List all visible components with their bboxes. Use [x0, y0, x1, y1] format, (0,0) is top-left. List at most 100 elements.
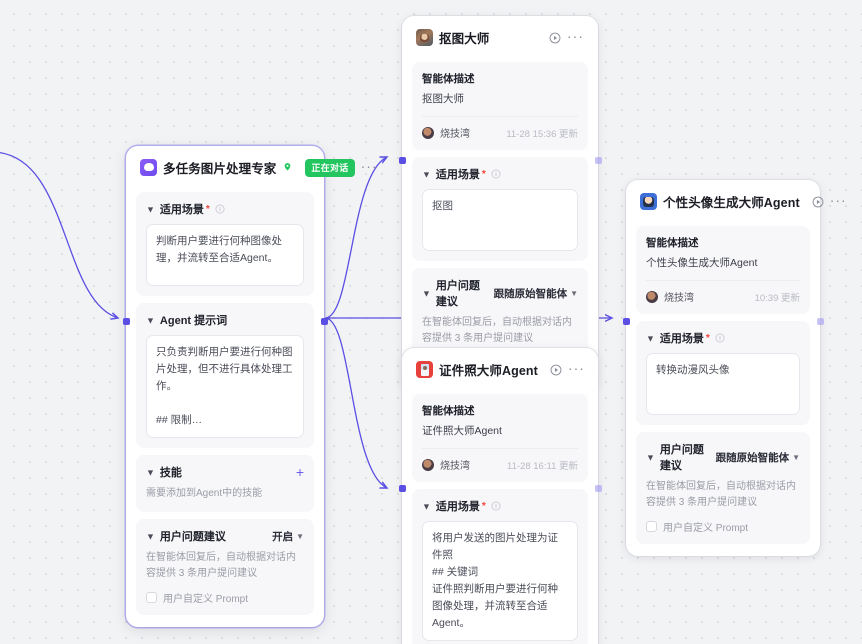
node-header: 多任务图片处理专家 正在对话 ··· [136, 156, 377, 185]
section-user-suggestions: ▼ 用户问题建议 开启 ▼ 在智能体回复后，自动根据对话内容提供 3 条用户提问… [136, 519, 314, 615]
info-icon[interactable] [491, 501, 501, 511]
node-title: 抠图大师 [439, 32, 490, 46]
suggestions-mode-dropdown[interactable]: 跟随原始智能体 ▼ [494, 286, 578, 301]
run-icon[interactable] [550, 364, 562, 376]
info-icon[interactable] [491, 169, 501, 179]
section-suggestions-header[interactable]: ▼ 用户问题建议 跟随原始智能体 ▼ [646, 441, 800, 473]
description-text: 证件照大师Agent [422, 425, 502, 437]
section-suggestions-header[interactable]: ▼ 用户问题建议 开启 ▼ [146, 528, 304, 544]
photo-avatar-icon [416, 29, 433, 46]
section-scene-label: 适用场景 [159, 204, 204, 216]
node-title: 多任务图片处理专家 [163, 162, 277, 176]
updated-time: 11-28 16:11 更新 [507, 460, 578, 472]
chevron-down-icon: ▼ [296, 531, 304, 541]
updated-time: 10:39 更新 [754, 292, 800, 304]
scene-textarea[interactable]: 转换动漫风头像 [646, 353, 800, 416]
required-mark: * [705, 332, 710, 344]
node-output-port[interactable] [816, 318, 824, 325]
description-label: 智能体描述 [422, 73, 475, 85]
avatar [422, 458, 434, 471]
more-options-icon[interactable]: ··· [567, 27, 584, 44]
node-header: 个性头像生成大师Agent ··· [636, 190, 846, 219]
status-badge: 正在对话 [305, 158, 355, 177]
node-output-port[interactable] [594, 485, 602, 492]
chevron-down-icon: ▼ [792, 452, 800, 462]
author-row: 烧技湾 10:39 更新 [646, 280, 800, 304]
agent-prompt-textarea[interactable]: 只负责判断用户要进行何种图片处理，但不进行具体处理工作。 ## 限制… [146, 335, 304, 438]
chevron-down-icon: ▼ [646, 452, 655, 463]
node-input-port[interactable] [398, 485, 406, 492]
node-input-port[interactable] [398, 157, 406, 164]
suggestions-mode-dropdown[interactable]: 跟随原始智能体 ▼ [716, 450, 800, 465]
description-text: 抠图大师 [422, 93, 464, 105]
custom-prompt-checkbox-row[interactable]: 用户自定义 Prompt [146, 590, 304, 605]
description-label: 智能体描述 [422, 405, 475, 417]
section-agent-description: 智能体描述 抠图大师 烧技湾 11-28 15:36 更新 [412, 62, 588, 151]
robot-avatar-icon [140, 159, 157, 176]
more-options-icon[interactable]: ··· [567, 359, 585, 376]
custom-prompt-checkbox-row[interactable]: 用户自定义 Prompt [646, 519, 800, 534]
custom-prompt-checkbox[interactable] [146, 592, 157, 603]
location-pin-icon[interactable] [282, 162, 293, 173]
chevron-down-icon: ▼ [646, 333, 655, 344]
node-cutout-master[interactable]: 抠图大师 ··· 智能体描述 抠图大师 烧技湾 11-28 15:36 更新 ▼… [398, 16, 602, 393]
section-scene-header[interactable]: ▼ 适用场景 * [146, 201, 304, 217]
scene-textarea[interactable]: 判断用户要进行何种图像处理，并流转至合适Agent。 [146, 224, 304, 286]
custom-prompt-label: 用户自定义 Prompt [163, 594, 249, 605]
section-scene-header[interactable]: ▼ 适用场景 * [646, 330, 800, 346]
section-agent-prompt: ▼ Agent 提示词 只负责判断用户要进行何种图片处理，但不进行具体处理工作。… [136, 303, 314, 448]
suggestions-mode-value: 跟随原始智能体 [715, 451, 790, 464]
more-options-icon[interactable]: ··· [360, 157, 378, 174]
node-avatar-generator-master-agent[interactable]: 个性头像生成大师Agent ··· 智能体描述 个性头像生成大师Agent 烧技… [622, 180, 846, 557]
scene-textarea[interactable]: 将用户发送的图片处理为证件照 ## 关键词 证件照判断用户要进行何种图像处理，并… [422, 521, 578, 642]
section-suggestions-label: 用户问题建议 [435, 280, 480, 309]
run-icon[interactable] [812, 196, 824, 208]
section-scene: ▼ 适用场景 * 将用户发送的图片处理为证件照 ## 关键词 证件照判断用户要进… [412, 489, 588, 644]
run-icon[interactable] [549, 32, 561, 44]
info-icon[interactable] [215, 204, 225, 214]
author-row: 烧技湾 11-28 15:36 更新 [422, 116, 578, 140]
updated-time: 11-28 15:36 更新 [506, 128, 578, 140]
section-scene-label: 适用场景 [435, 501, 480, 514]
required-mark: * [205, 203, 210, 215]
description-text: 个性头像生成大师Agent [646, 257, 758, 269]
section-suggestions-label: 用户问题建议 [659, 444, 704, 473]
avatar [646, 290, 658, 303]
node-id-photo-master-agent[interactable]: 证件照大师Agent ··· 智能体描述 证件照大师Agent 烧技湾 11-2… [398, 348, 602, 644]
more-options-icon[interactable]: ··· [829, 191, 847, 208]
chevron-down-icon: ▼ [422, 501, 431, 512]
node-output-port[interactable] [320, 318, 328, 325]
add-skill-button[interactable]: + [295, 464, 304, 480]
section-scene-header[interactable]: ▼ 适用场景 * [422, 166, 578, 182]
chevron-down-icon: ▼ [146, 467, 155, 477]
avatar [422, 126, 434, 139]
author-name: 烧技湾 [664, 293, 694, 305]
node-header: 抠图大师 ··· [412, 26, 588, 55]
section-scene-header[interactable]: ▼ 适用场景 * [422, 498, 578, 514]
section-scene: ▼ 适用场景 * 转换动漫风头像 [636, 321, 810, 426]
section-skills-header[interactable]: ▼ 技能 + [146, 464, 304, 480]
section-agent-description: 智能体描述 个性头像生成大师Agent 烧技湾 10:39 更新 [636, 226, 810, 315]
suggestions-hint: 在智能体回复后，自动根据对话内容提供 3 条用户提问建议 [646, 481, 796, 509]
section-skills: ▼ 技能 + 需要添加到Agent中的技能 [136, 455, 314, 512]
chevron-down-icon: ▼ [570, 288, 578, 298]
section-prompt-header[interactable]: ▼ Agent 提示词 [146, 312, 304, 328]
suggestions-mode-value: 跟随原始智能体 [493, 287, 568, 300]
section-scene: ▼ 适用场景 * 判断用户要进行何种图像处理，并流转至合适Agent。 [136, 192, 314, 296]
chevron-down-icon: ▼ [146, 531, 155, 541]
node-title: 证件照大师Agent [439, 364, 538, 378]
custom-prompt-checkbox[interactable] [646, 521, 657, 533]
node-header: 证件照大师Agent ··· [412, 358, 588, 387]
section-scene-label: 适用场景 [435, 169, 480, 182]
node-input-port[interactable] [122, 318, 130, 325]
scene-textarea[interactable]: 抠图 [422, 189, 578, 252]
node-output-port[interactable] [594, 157, 602, 164]
section-suggestions-label: 用户问题建议 [159, 531, 226, 543]
node-input-port[interactable] [622, 318, 630, 325]
node-multi-task-image-expert[interactable]: 多任务图片处理专家 正在对话 ··· ▼ 适用场景 * 判断用户要进行何种图像处… [122, 146, 377, 627]
section-suggestions-header[interactable]: ▼ 用户问题建议 跟随原始智能体 ▼ [422, 277, 578, 309]
info-icon[interactable] [715, 333, 725, 343]
suggestions-hint: 在智能体回复后，自动根据对话内容提供 3 条用户提问建议 [422, 317, 572, 345]
suggestions-mode-dropdown[interactable]: 开启 ▼ [272, 529, 304, 544]
